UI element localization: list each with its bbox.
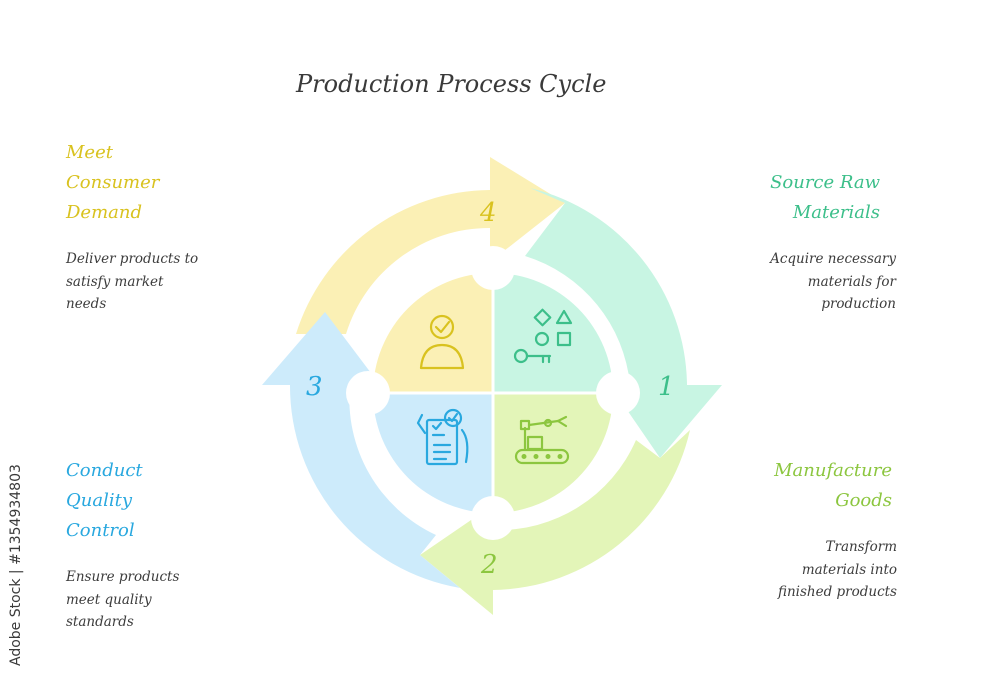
- arrow-step-2: [420, 430, 690, 615]
- robot-arm-conveyor-icon: [514, 415, 570, 465]
- shapes-and-key-icon: [513, 308, 573, 364]
- stock-id-label: Adobe Stock | #1354934803: [8, 464, 24, 666]
- diagram-title: Production Process Cycle: [296, 70, 607, 98]
- quadrant-step-3: [373, 393, 493, 513]
- step-number-2: 2: [481, 550, 498, 580]
- step-4-heading: Meet Consumer Demand: [66, 142, 160, 223]
- quadrant-step-2: [493, 393, 613, 513]
- step-1-description: Acquire necessary materials for producti…: [770, 251, 896, 312]
- step-1-heading: Source Raw Materials: [770, 172, 880, 223]
- step-4-description: Deliver products to satisfy market needs: [66, 251, 199, 312]
- step-number-4: 4: [480, 198, 497, 228]
- arrow-step-1: [525, 188, 722, 458]
- checklist-clipboard-icon: [416, 408, 469, 466]
- quadrant-step-1: [493, 273, 613, 393]
- step-3-heading: Conduct Quality Control: [66, 460, 143, 541]
- step-3-description: Ensure products meet quality standards: [66, 569, 180, 630]
- satisfied-customer-icon: [419, 314, 465, 370]
- step-number-1: 1: [658, 372, 675, 402]
- step-number-3: 3: [306, 372, 323, 402]
- step-2-description: Transform materials into finished produc…: [777, 539, 897, 600]
- step-2-heading: Manufacture Goods: [774, 460, 892, 511]
- arrow-step-3: [262, 312, 460, 588]
- arrow-step-4: [296, 157, 565, 334]
